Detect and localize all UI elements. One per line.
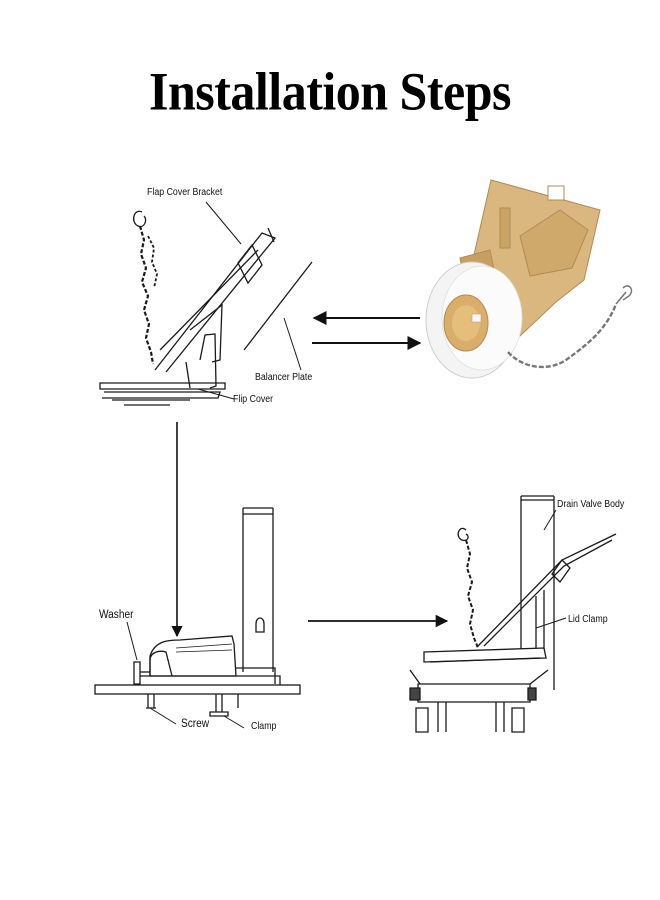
label-drain-valve-body: Drain Valve Body [557,499,625,510]
chain-drawing [132,210,158,365]
label-lid-clamp: Lid Clamp [568,614,608,625]
flap-cover-bracket-drawing [154,227,277,389]
flapper-photo [425,179,633,379]
label-clamp: Clamp [251,721,277,732]
label-screw: Screw [181,718,210,730]
flapper-rubber [425,261,523,379]
flapper-assembly-drawing [99,201,313,406]
final-assembly-drawing [409,495,617,733]
flip-cover-drawing [99,382,226,406]
chain-photo [507,285,633,369]
label-flip-cover: Flip Cover [233,394,274,405]
label-flap-cover-bracket: Flap Cover Bracket [147,187,223,198]
swap-arrows [312,311,422,350]
label-washer: Washer [99,609,134,621]
base-installation-drawing [94,507,301,729]
label-balancer-plate: Balancer Plate [255,372,313,383]
balancer-plate-rod [243,261,313,351]
page-title: Installation Steps [149,60,511,122]
